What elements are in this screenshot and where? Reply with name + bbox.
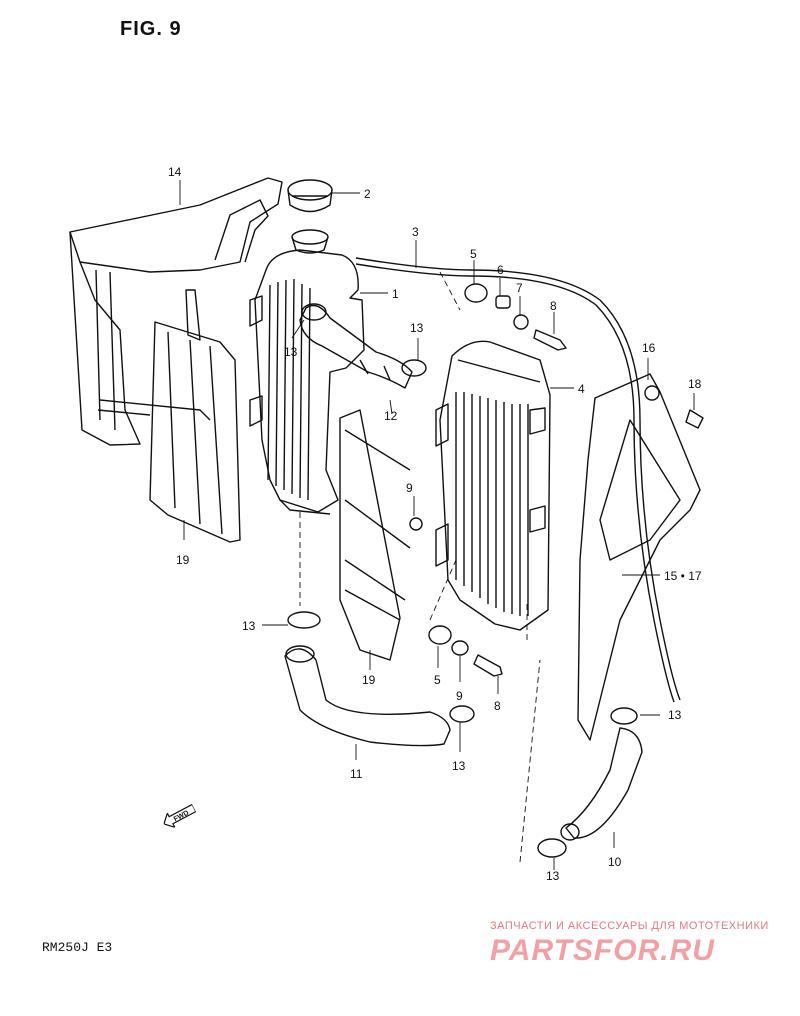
callout-3: 3: [412, 225, 419, 239]
part-4-right-radiator: [435, 340, 551, 631]
callout-9: 9: [406, 481, 413, 495]
callout-13: 13: [284, 345, 298, 359]
callout-5: 5: [470, 247, 477, 261]
part-19-grille-left: [149, 321, 241, 543]
figure-title: FIG. 9: [120, 18, 182, 40]
callout-5: 5: [434, 673, 441, 687]
callout-2: 2: [364, 187, 371, 201]
part-14-guard: [69, 177, 283, 446]
part-13-clamps: [287, 303, 638, 858]
grommets-and-bolts: [409, 283, 567, 677]
watermark-logo: PARTSFOR.RU: [490, 934, 715, 967]
forward-arrow-icon: FWD: [163, 803, 197, 829]
part-16-shroud: [577, 373, 704, 741]
callout-13: 13: [242, 619, 256, 633]
callout-8: 8: [550, 299, 557, 313]
watermark-tagline: ЗАПЧАСТИ И АКСЕССУАРЫ ДЛЯ МОТОТЕХНИКИ: [490, 920, 769, 932]
callout-19: 19: [176, 553, 190, 567]
callout-19: 19: [362, 673, 376, 687]
callout-1: 1: [392, 287, 399, 301]
callout-labels: 14 2 3 5 6 7 8 1 13 13 12 4 16 18 9 15 •…: [168, 165, 702, 883]
leader-lines: [179, 180, 695, 870]
callout-13: 13: [546, 869, 560, 883]
part-11-lower-hose: [284, 645, 451, 747]
model-code: RM250J E3: [42, 940, 113, 955]
callout-12: 12: [384, 409, 398, 423]
part-12-upper-hose: [299, 304, 413, 389]
part-2-cap: [287, 179, 333, 254]
callout-14: 14: [168, 165, 182, 179]
callout-6: 6: [497, 263, 504, 277]
callout-9: 9: [456, 689, 463, 703]
callout-8: 8: [494, 699, 501, 713]
callout-13: 13: [410, 321, 424, 335]
callout-11: 11: [350, 767, 363, 781]
part-3-breather-hose: [355, 257, 681, 701]
callout-15-17: 15 • 17: [664, 569, 702, 583]
part-10-right-hose: [560, 727, 643, 841]
callout-16: 16: [642, 341, 656, 355]
callout-4: 4: [578, 382, 585, 396]
callout-18: 18: [688, 377, 702, 391]
callout-13: 13: [452, 759, 466, 773]
callout-7: 7: [516, 281, 523, 295]
part-19-grille-center: [339, 409, 411, 661]
callout-13: 13: [668, 708, 682, 722]
callout-10: 10: [608, 855, 622, 869]
part-1-left-radiator: [249, 249, 365, 515]
